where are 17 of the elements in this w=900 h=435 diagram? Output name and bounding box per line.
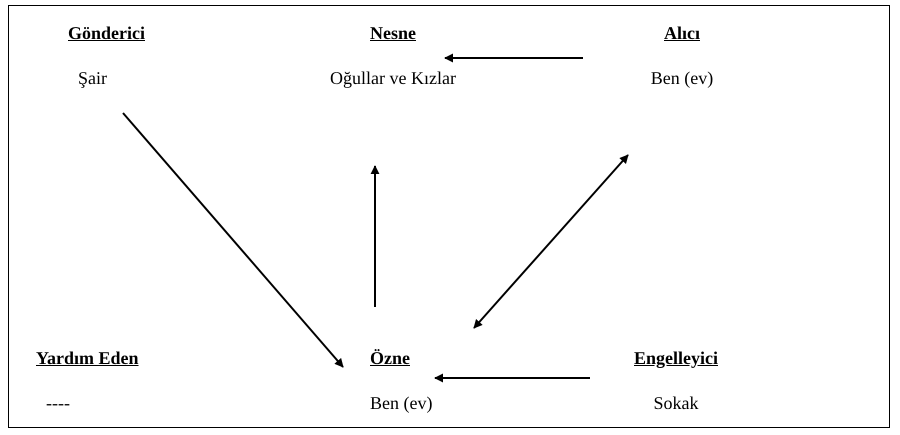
arrow [444, 54, 583, 62]
double-arrow [473, 154, 629, 329]
role-heading: Gönderici [68, 22, 146, 44]
role-heading: Engelleyici [633, 347, 719, 369]
role-value: Oğullar ve Kızlar [329, 67, 457, 89]
role-value: Ben (ev) [650, 67, 714, 89]
role-heading: Alıcı [663, 22, 701, 44]
role-value: Ben (ev) [370, 392, 434, 414]
role-heading: Özne [370, 347, 411, 369]
arrow [122, 112, 344, 368]
role-heading: Nesne [369, 22, 417, 44]
role-heading: Yardım Eden [36, 347, 140, 369]
role-value: ---- [46, 392, 71, 414]
arrow [370, 165, 380, 307]
arrow [434, 374, 590, 382]
role-value: Sokak [652, 392, 700, 414]
role-value: Şair [78, 67, 108, 89]
